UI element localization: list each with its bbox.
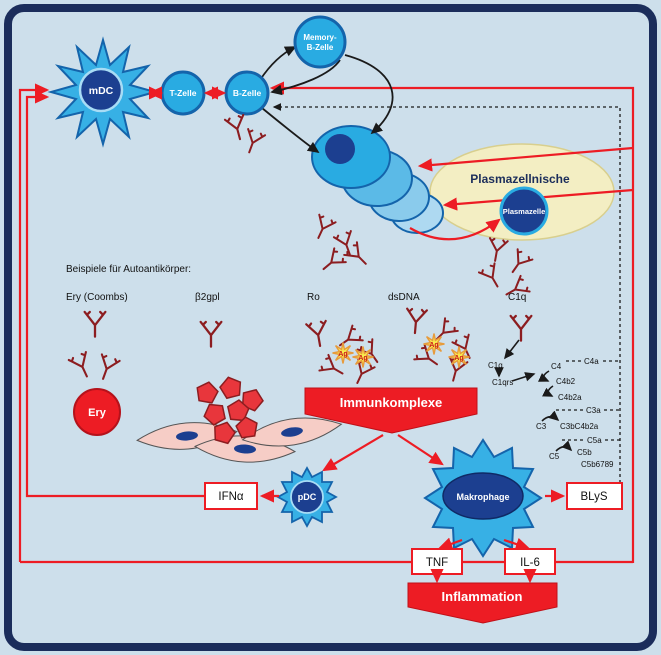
arrow-blys-to-bcell-dashed bbox=[272, 103, 621, 483]
dashed-signal-lines bbox=[272, 103, 621, 483]
complement-c4: C4 bbox=[551, 362, 562, 371]
autoantibody-label-ery: Ery (Coombs) bbox=[66, 292, 128, 303]
endothelial-cells-icon bbox=[135, 410, 344, 466]
arrow-il6-to-bcell bbox=[269, 81, 635, 563]
arrow-chain-to-plasmazelle bbox=[409, 218, 501, 241]
b-cell-label: B-Zelle bbox=[233, 88, 262, 98]
pdc-label: pDC bbox=[298, 492, 317, 502]
complement-c1q: C1q bbox=[488, 361, 503, 370]
arrow-c5-c5b bbox=[555, 440, 573, 452]
t-cell-label: T-Zelle bbox=[170, 88, 197, 98]
complement-c5b6789: C5b6789 bbox=[581, 460, 614, 469]
immunkomplexe-label: Immunkomplexe bbox=[340, 395, 443, 410]
arrow-ifna-to-mdc bbox=[25, 90, 204, 498]
immunkomplexe-output-arrows bbox=[322, 434, 444, 472]
inflammation-banner: Inflammation bbox=[407, 582, 558, 624]
plasma-cell-differentiation bbox=[311, 125, 444, 234]
arrow-bcell-to-memory bbox=[259, 46, 297, 81]
antigen-label: Ag bbox=[454, 355, 463, 362]
memory-b-cell-label-1: Memory- bbox=[303, 33, 337, 42]
tnf-label: TNF bbox=[426, 557, 448, 569]
memory-b-cell: Memory- B-Zelle bbox=[293, 15, 347, 69]
arrow-memory-to-bcell bbox=[270, 59, 341, 96]
complement-c3: C3 bbox=[536, 422, 547, 431]
arrow-c1q-binding bbox=[504, 339, 520, 360]
blys-box bbox=[566, 482, 623, 510]
inflammation-label: Inflammation bbox=[442, 589, 523, 604]
macrophage-cell: Makrophage bbox=[423, 438, 543, 558]
arrow-tnf-to-mdc bbox=[18, 83, 50, 562]
antigen-label: Ag bbox=[338, 351, 347, 358]
autoantibody-label-dsdna: dsDNA bbox=[388, 292, 420, 303]
arrow-memory-to-plasmachain bbox=[344, 54, 394, 135]
immunkomplexe-banner: Immunkomplexe bbox=[304, 387, 478, 434]
complement-c4b2: C4b2 bbox=[556, 377, 576, 386]
arrow-c1qrs-c4 bbox=[511, 372, 536, 382]
ifna-label: IFNα bbox=[218, 491, 244, 503]
blys-label: BLyS bbox=[580, 491, 607, 503]
erythrocyte-body bbox=[73, 388, 121, 436]
plasma-cell: Plasmazelle bbox=[499, 186, 549, 236]
complement-c3a: C3a bbox=[586, 406, 601, 415]
complement-c4a: C4a bbox=[584, 357, 599, 366]
b-cell: B-Zelle bbox=[224, 70, 270, 116]
arrow-c3-c3b bbox=[541, 410, 560, 422]
inflammation-shape bbox=[407, 582, 558, 624]
mediator-boxes: IFNα BLyS TNF IL-6 bbox=[204, 482, 623, 575]
memory-b-cell-body bbox=[293, 15, 347, 69]
niche-label: Plasmazellnische bbox=[470, 172, 570, 186]
arrow-right-to-plasmachain-1 bbox=[417, 146, 634, 172]
antigen-label: Ag bbox=[358, 355, 367, 362]
macrophage-nucleus bbox=[442, 472, 524, 520]
arrow-bcell-to-plasmachain bbox=[261, 107, 320, 154]
complement-c4b2a: C4b2a bbox=[558, 393, 582, 402]
il6-label: IL-6 bbox=[520, 557, 540, 569]
immunkomplexe-shape bbox=[304, 387, 478, 434]
plasma-cell-label: Plasmazelle bbox=[503, 207, 546, 216]
antigens: Ag Ag Ag Ag bbox=[331, 332, 471, 369]
arrow-c4b2-c4b2a bbox=[541, 385, 554, 397]
complement-c1qrs: C1qrs bbox=[492, 378, 513, 387]
ifna-box bbox=[204, 482, 258, 510]
complement-c5a: C5a bbox=[587, 436, 602, 445]
t-cell: T-Zelle bbox=[160, 70, 206, 116]
pdc-cell: pDC bbox=[276, 466, 338, 528]
mdc-cell: mDC bbox=[47, 36, 159, 148]
mdc-label: mDC bbox=[89, 85, 114, 97]
autoantibody-label-c1q: C1q bbox=[508, 292, 526, 303]
arrow-ic-to-pdc bbox=[322, 434, 384, 472]
erythrocyte: Ery bbox=[73, 388, 121, 436]
black-differentiation-arrows bbox=[259, 46, 394, 154]
complement-c3bc4b2a: C3bC4b2a bbox=[560, 422, 599, 431]
memory-b-cell-label-2: B-Zelle bbox=[307, 43, 334, 52]
plasma-cell-body bbox=[499, 186, 549, 236]
macrophage-output-arrows bbox=[437, 489, 566, 551]
autoantibody-label-ro: Ro bbox=[307, 292, 320, 303]
mdc-nucleus bbox=[78, 67, 124, 113]
erythrocyte-label: Ery bbox=[88, 407, 107, 419]
antigen-label: Ag bbox=[429, 342, 438, 349]
pdc-nucleus bbox=[290, 480, 324, 514]
plasmablast-nucleus bbox=[325, 134, 355, 164]
complement-c5b: C5b bbox=[577, 448, 592, 457]
macrophage-label: Makrophage bbox=[456, 492, 509, 502]
arrow-macrophage-to-il6 bbox=[503, 537, 531, 551]
cytokine-arrows bbox=[259, 489, 537, 584]
arrow-c4-c4b2 bbox=[538, 370, 550, 382]
autoantibody-label-b2gpl: β2gpl bbox=[195, 292, 220, 303]
complement-c5: C5 bbox=[549, 452, 560, 461]
arrow-macrophage-to-tnf bbox=[437, 537, 463, 551]
arrow-ic-to-macrophage bbox=[397, 434, 444, 466]
complement-cascade: C1q C1qrs C4 C4a C4b2 C4b2a C3a C3 C3bC4… bbox=[488, 339, 614, 469]
autoantibody-heading: Beispiele für Autoantikörper: bbox=[66, 264, 191, 275]
diagram-border bbox=[4, 4, 657, 651]
